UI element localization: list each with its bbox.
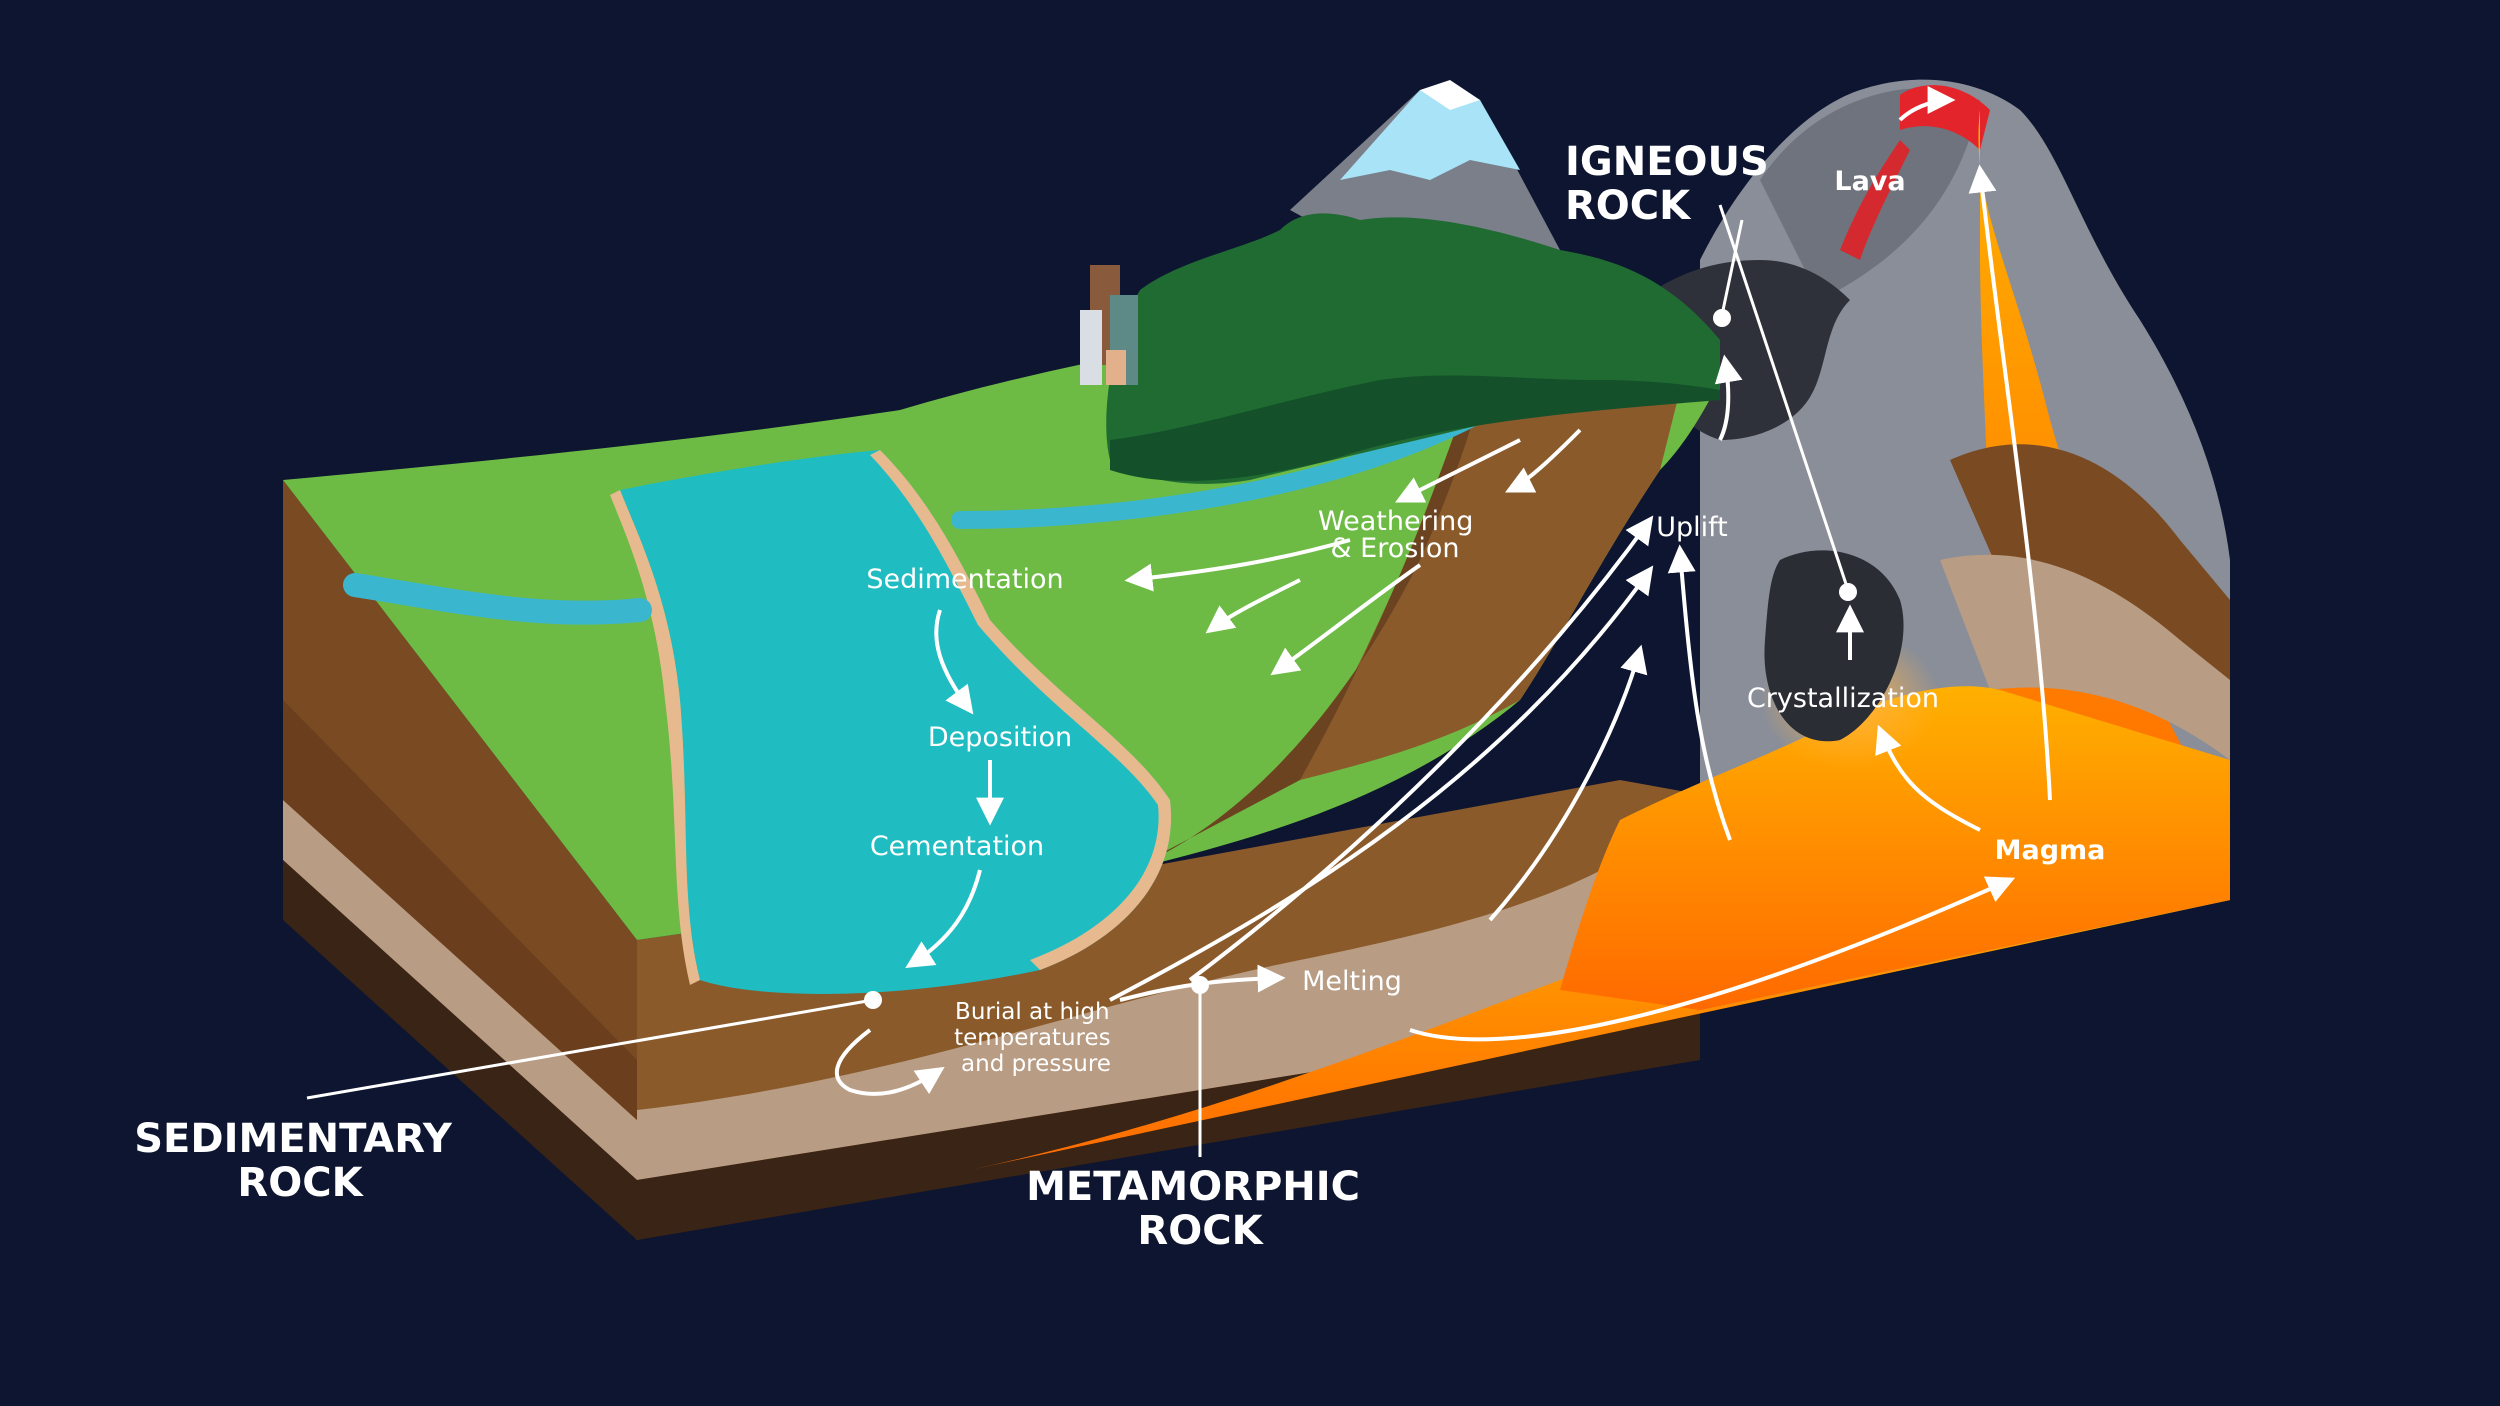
magma-label: Magma	[1995, 835, 2106, 866]
lava-vent	[1900, 85, 1990, 150]
deposition-label: Deposition	[928, 722, 1072, 753]
city-buildings	[1080, 265, 1138, 385]
ground-block-left-face	[283, 480, 637, 1240]
pointer-lines	[306, 204, 1850, 1157]
forest	[1106, 213, 1720, 484]
river-left	[343, 573, 652, 625]
melting-label: Melting	[1302, 966, 1402, 997]
pointer-dots	[864, 309, 1857, 1009]
intrusive-igneous-rock	[1764, 550, 1904, 742]
sedimentation-label: Sedimentation	[866, 564, 1063, 595]
crystallization-label: Crystallization	[1747, 683, 1939, 714]
cementation-label: Cementation	[870, 831, 1044, 862]
lava-label: Lava	[1834, 166, 1905, 197]
burial-label: Burial at high temperatures and pressure	[954, 999, 1118, 1077]
uplift-label: Uplift	[1656, 512, 1728, 543]
magma-chamber	[1560, 550, 2230, 1010]
weathering-erosion-label: Weathering & Erosion	[1318, 506, 1482, 564]
metamorphic-rock-title: METAMORPHIC ROCK	[1026, 1164, 1374, 1254]
process-arrows	[834, 86, 2052, 1096]
lake	[620, 450, 1172, 994]
igneous-rock-title: IGNEOUS ROCK	[1565, 139, 1783, 229]
sedimentary-rock-title: SEDIMENTARY ROCK	[134, 1116, 465, 1206]
